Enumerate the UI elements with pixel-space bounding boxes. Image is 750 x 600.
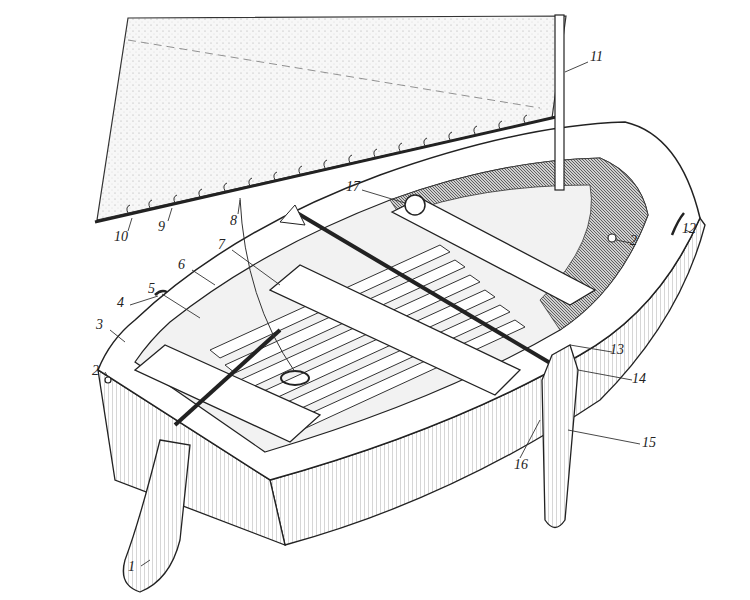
sheet [240, 198, 295, 372]
callout-number: 2 [630, 234, 637, 248]
leeboard [542, 345, 578, 528]
callout-number: 13 [610, 343, 624, 357]
leader-lines [105, 62, 690, 566]
callout-number: 12 [682, 222, 696, 236]
callout-number: 14 [632, 372, 646, 386]
callout-number: 17 [346, 180, 360, 194]
callout-number: 5 [148, 282, 155, 296]
ring [281, 371, 309, 385]
callout-number: 11 [590, 50, 603, 64]
callout-number: 10 [114, 230, 128, 244]
leeboard-rod [292, 210, 562, 370]
rudder [123, 440, 190, 592]
callout-number: 2 [92, 364, 99, 378]
mast [555, 15, 564, 190]
callout-number: 6 [178, 258, 185, 272]
callout-number: 7 [218, 238, 225, 252]
oarlock [155, 291, 167, 295]
callout-number: 8 [230, 214, 237, 228]
callout-number: 1 [128, 560, 135, 574]
tiller [175, 330, 280, 425]
gunwale [98, 122, 700, 480]
stern-seat [135, 345, 320, 442]
callout-number: 9 [158, 220, 165, 234]
callout-number: 16 [514, 458, 528, 472]
callout-number: 3 [96, 318, 103, 332]
block [405, 195, 425, 215]
middle-thwart [270, 265, 520, 395]
callout-number: 15 [642, 436, 656, 450]
callout-number: 4 [117, 296, 124, 310]
